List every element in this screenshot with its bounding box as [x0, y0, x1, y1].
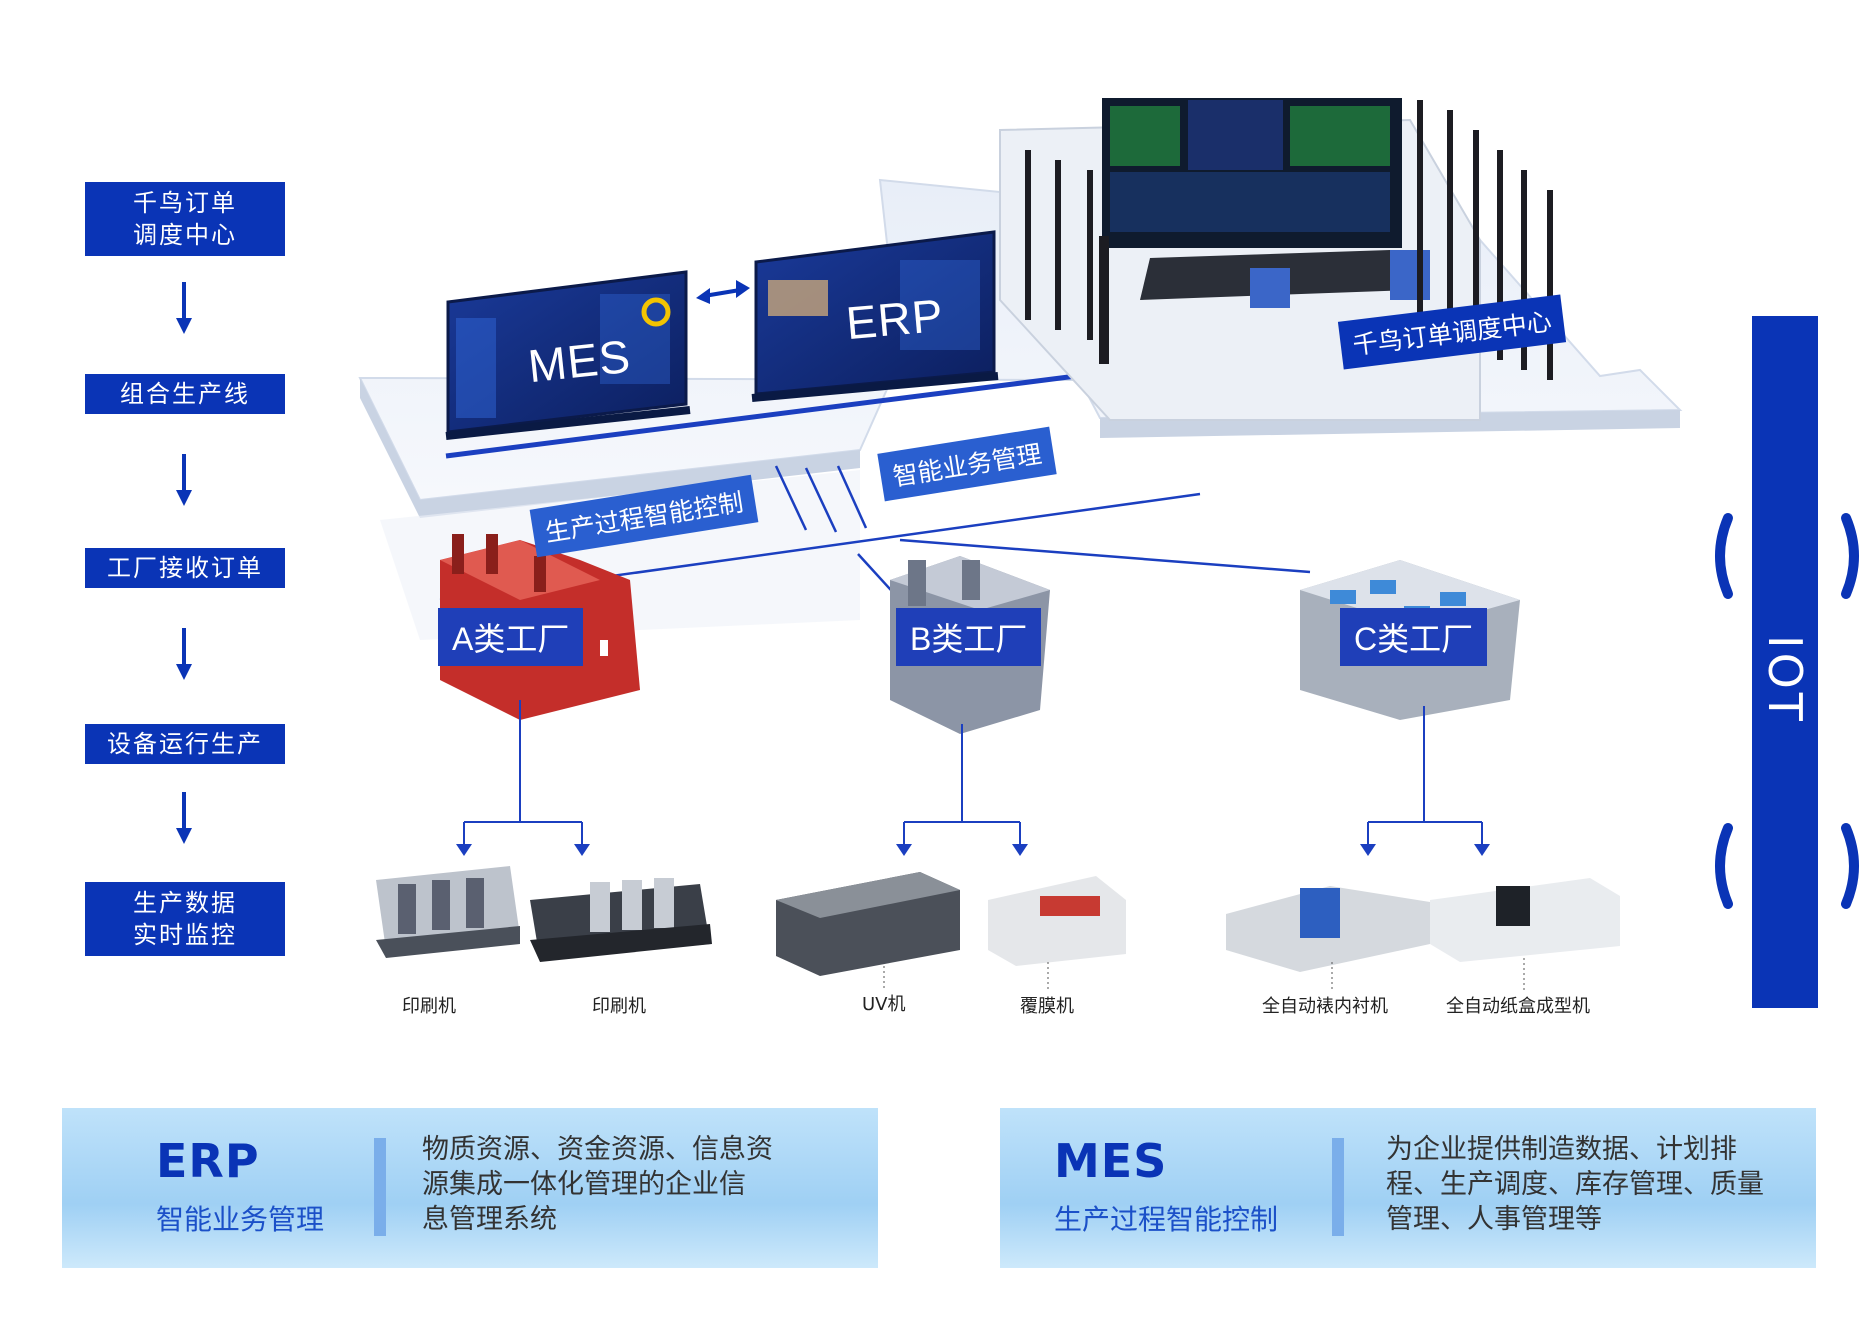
erp-card-subtitle: 智能业务管理	[156, 1203, 325, 1236]
machine-label-printing-1: 印刷机	[402, 996, 456, 1017]
flow-step-data-monitor: 生产数据实时监控	[85, 882, 285, 956]
erp-screen-label: ERP	[843, 288, 946, 350]
flow-step-dispatch-center: 千鸟订单调度中心	[85, 182, 285, 256]
down-arrow-icon	[176, 282, 192, 334]
factory-c-label: C类工厂	[1340, 608, 1488, 666]
machine-label-box-forming: 全自动纸盒成型机	[1446, 996, 1590, 1017]
mes-card: MES 生产过程智能控制 为企业提供制造数据、计划排 程、生产调度、库存管理、质…	[1000, 1108, 1816, 1268]
uv-machine-illustration	[776, 872, 960, 990]
erp-card-divider	[374, 1138, 386, 1236]
laminating-machine-illustration	[988, 876, 1126, 990]
mes-erp-link-icon	[696, 280, 750, 304]
factory-b-label: B类工厂	[896, 608, 1042, 666]
machine-label-uv: UV机	[862, 994, 906, 1015]
factory-a-connector	[463, 700, 583, 846]
control-room	[999, 98, 1553, 421]
factory-a-label: A类工厂	[438, 608, 584, 666]
flow-step-equipment-run: 设备运行生产	[85, 724, 285, 764]
mes-card-description: 为企业提供制造数据、计划排 程、生产调度、库存管理、质量 管理、人事管理等	[1386, 1134, 1764, 1236]
mes-card-divider	[1332, 1138, 1344, 1236]
printing-press-2-illustration	[530, 878, 712, 962]
iot-bar	[1752, 316, 1818, 1008]
erp-card-title: ERP	[156, 1134, 260, 1188]
erp-card-description: 物质资源、资金资源、信息资 源集成一体化管理的企业信 息管理系统	[422, 1134, 773, 1236]
mes-card-title: MES	[1054, 1134, 1168, 1188]
iot-signal-icon	[1715, 513, 1859, 909]
printing-press-1-illustration	[376, 866, 520, 958]
machine-label-lining: 全自动裱内衬机	[1262, 996, 1388, 1017]
iot-label: IOT	[1758, 635, 1812, 725]
down-arrow-icon	[176, 454, 192, 506]
factory-b-connector	[903, 724, 1021, 846]
flow-step-factory-receive: 工厂接收订单	[85, 548, 285, 588]
down-arrow-icon	[176, 792, 192, 844]
machine-label-printing-2: 印刷机	[592, 996, 646, 1017]
mes-screen	[445, 270, 691, 440]
platform-bus-line	[445, 369, 1109, 459]
factory-c-connector	[1367, 706, 1483, 846]
mes-card-subtitle: 生产过程智能控制	[1054, 1203, 1279, 1236]
erp-screen	[751, 230, 999, 402]
flow-step-production-line: 组合生产线	[85, 374, 285, 414]
lining-machine-illustration	[1226, 886, 1430, 990]
machine-label-laminating: 覆膜机	[1020, 996, 1074, 1017]
down-arrow-icon	[176, 628, 192, 680]
erp-card: ERP 智能业务管理 物质资源、资金资源、信息资 源集成一体化管理的企业信 息管…	[62, 1108, 878, 1268]
box-forming-machine-illustration	[1430, 878, 1620, 990]
mes-screen-label: MES	[525, 329, 634, 393]
